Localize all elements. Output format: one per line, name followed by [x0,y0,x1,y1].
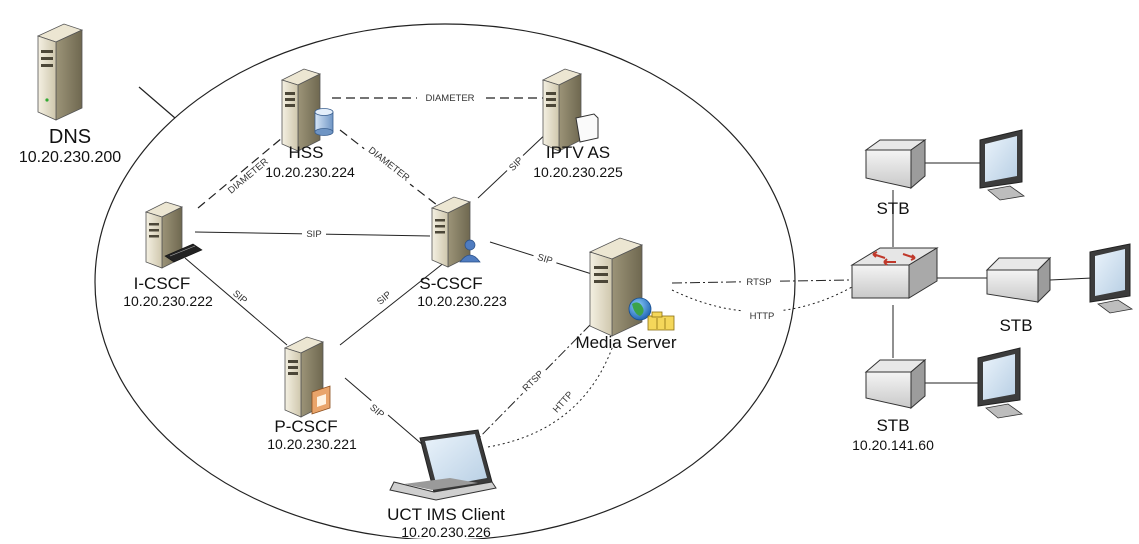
monitor-top-icon [979,129,1026,201]
iptv-as-address: 10.20.230.225 [533,164,623,180]
dns-label: DNS [49,126,91,148]
edge-label-media-switch-http: HTTP [750,311,775,322]
edge-label-icscf-hss: DIAMETER [226,156,271,196]
stb-bottom-icon [864,358,927,410]
hss-address: 10.20.230.224 [265,164,355,180]
globe-icon [628,297,652,321]
document-icon [575,113,599,143]
link-client-media-http [487,339,616,448]
scscf-address: 10.20.230.223 [417,293,507,309]
ims-client-label: UCT IMS Client [387,505,505,524]
hss-label: HSS [289,143,324,162]
database-icon [314,108,334,136]
link-icscf-pcscf [184,257,288,346]
edge-label-media-switch-rtsp: RTSP [746,277,771,288]
link-stb-pc-right [1049,277,1093,281]
dns-address: 10.20.230.200 [19,149,121,166]
link-media-switch-http [671,286,853,313]
stb-bottom-label: STB [876,416,909,435]
link-icscf-hss [197,132,289,209]
edge-label-hss-scscf: DIAMETER [366,145,412,184]
edge-label-scscf-media: SIP [536,252,554,267]
edge-label-icscf-scscf: SIP [306,229,321,240]
stb-right-icon [985,256,1052,304]
gateway-icon [311,385,331,415]
media-folder-icon [647,311,675,331]
dns-server-icon [36,23,84,121]
link-media-switch-rtsp [671,279,851,284]
icscf-address: 10.20.230.222 [123,293,213,309]
media-server-label: Media Server [575,333,676,352]
iptv-as-label: IPTV AS [546,143,610,162]
hss-server-icon [280,68,322,152]
icscf-label: I-CSCF [134,274,191,293]
scscf-server-icon [430,196,472,268]
user-icon [459,239,481,263]
stb-top-icon [864,139,927,190]
pcscf-label: P-CSCF [274,417,337,436]
ims-client-address: 10.20.230.226 [401,524,491,539]
stb-bottom-address: 10.20.141.60 [852,437,934,453]
stb-right-label: STB [999,316,1032,335]
scscf-label: S-CSCF [419,274,482,293]
link-pcscf-scscf [339,261,446,346]
pcscf-address: 10.20.230.221 [267,436,357,452]
dns-link [138,86,176,119]
keyboard-icon [164,243,203,263]
laptop-icon [389,429,497,501]
iptv-as-server-icon [541,68,583,152]
monitor-bottom-icon [977,347,1024,419]
router-icon [850,247,939,299]
stb-top-label: STB [876,199,909,218]
monitor-right-icon [1089,243,1134,314]
edge-label-hss-iptv: DIAMETER [425,93,474,104]
media-server-icon [588,237,644,337]
